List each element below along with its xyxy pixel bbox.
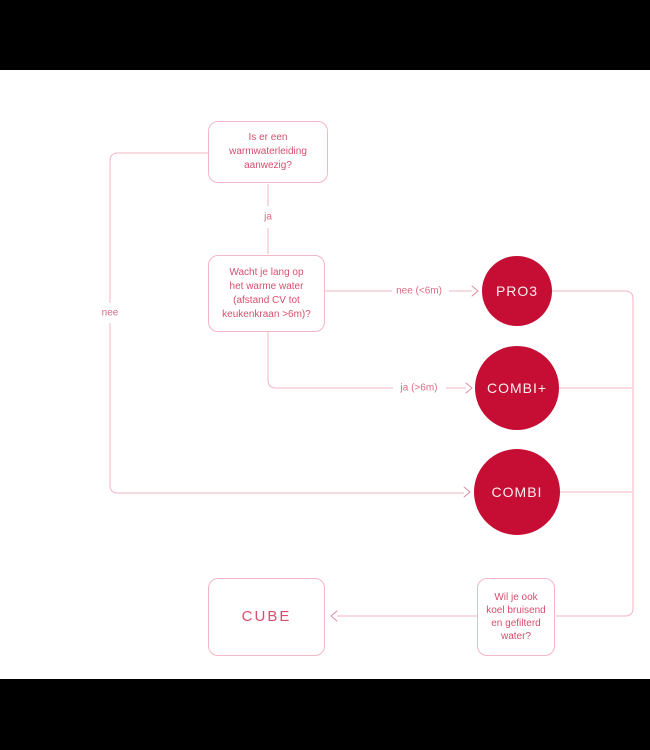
letterbox-top-bar [0,0,650,70]
product-circle-pro3: PRO3 [482,256,552,326]
product-circle-combi: COMBI [474,449,560,535]
question-box-wachttijd: Wacht je lang op het warme water (afstan… [208,255,325,332]
edge-label-nee: nee [99,307,121,319]
edge-label-ja: ja [262,211,274,223]
letterbox-bottom-bar [0,679,650,750]
product-circle-combi-plus: COMBI+ [475,346,559,430]
product-box-cube: CUBE [208,578,325,656]
question-box-koelwater: Wil je ook koel bruisend en gefilterd wa… [477,578,555,656]
edge-label-nee-6m: nee (<6m) [394,285,444,297]
question-box-warmwaterleiding: Is er een warmwaterleiding aanwezig? [208,121,328,183]
edge-label-ja-6m: ja (>6m) [398,382,440,394]
